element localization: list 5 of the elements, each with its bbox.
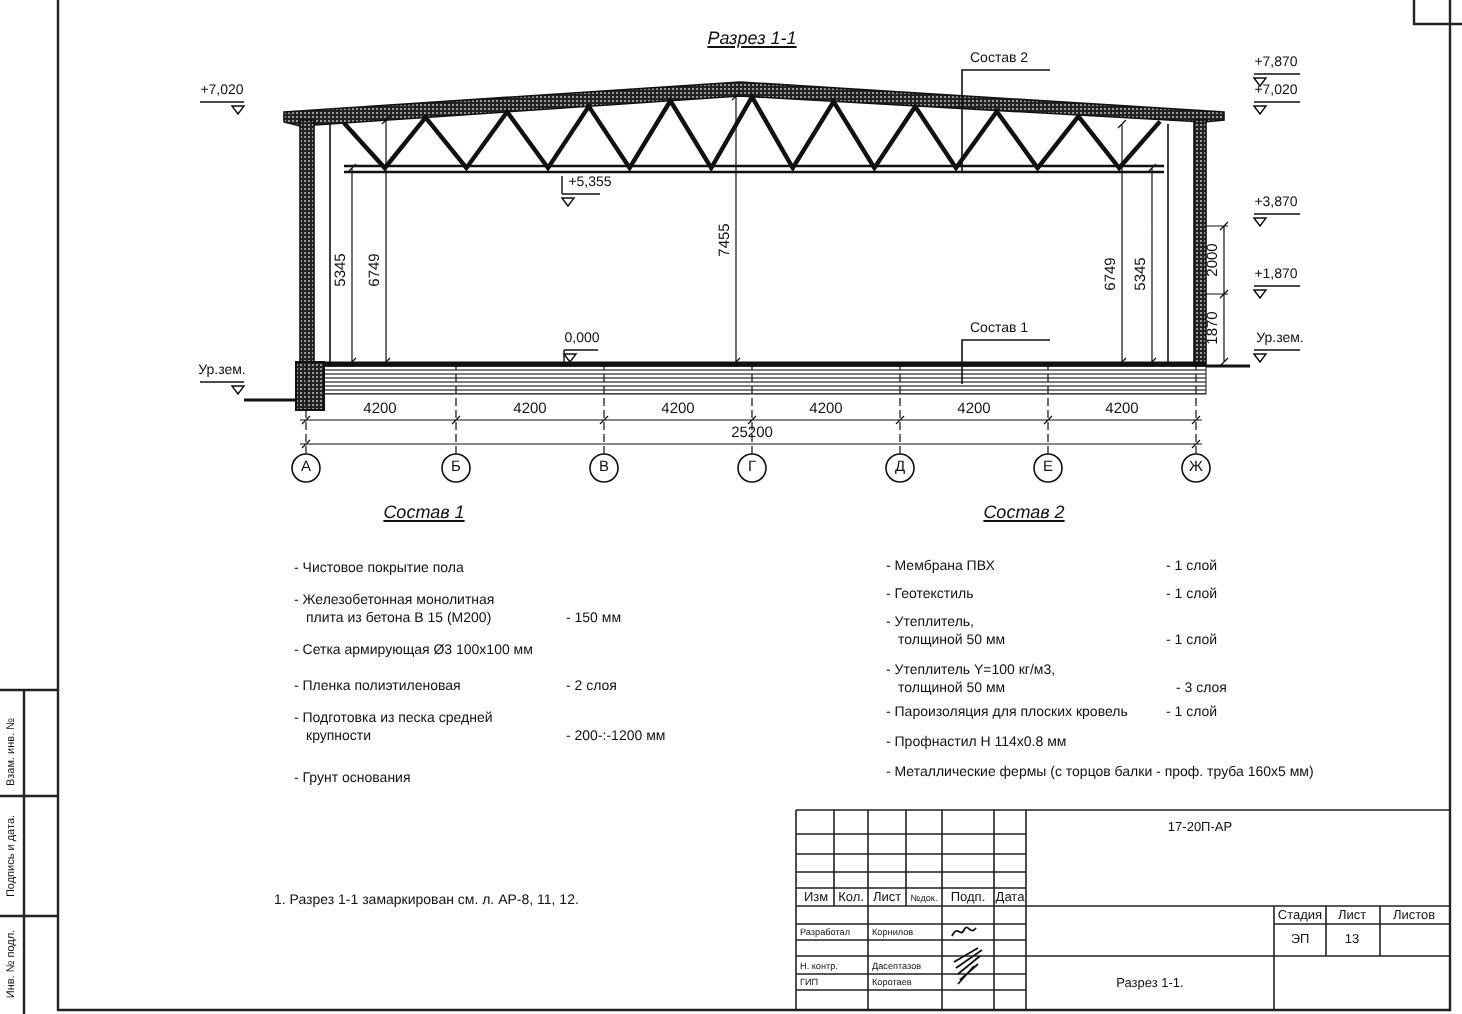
drawing-title: Разрез 1-1 (707, 28, 797, 49)
section-heading: Состав 1 (383, 502, 465, 523)
leader-line (961, 69, 1051, 173)
leader-line (961, 339, 1051, 385)
section-heading: Состав 2 (983, 502, 1065, 523)
